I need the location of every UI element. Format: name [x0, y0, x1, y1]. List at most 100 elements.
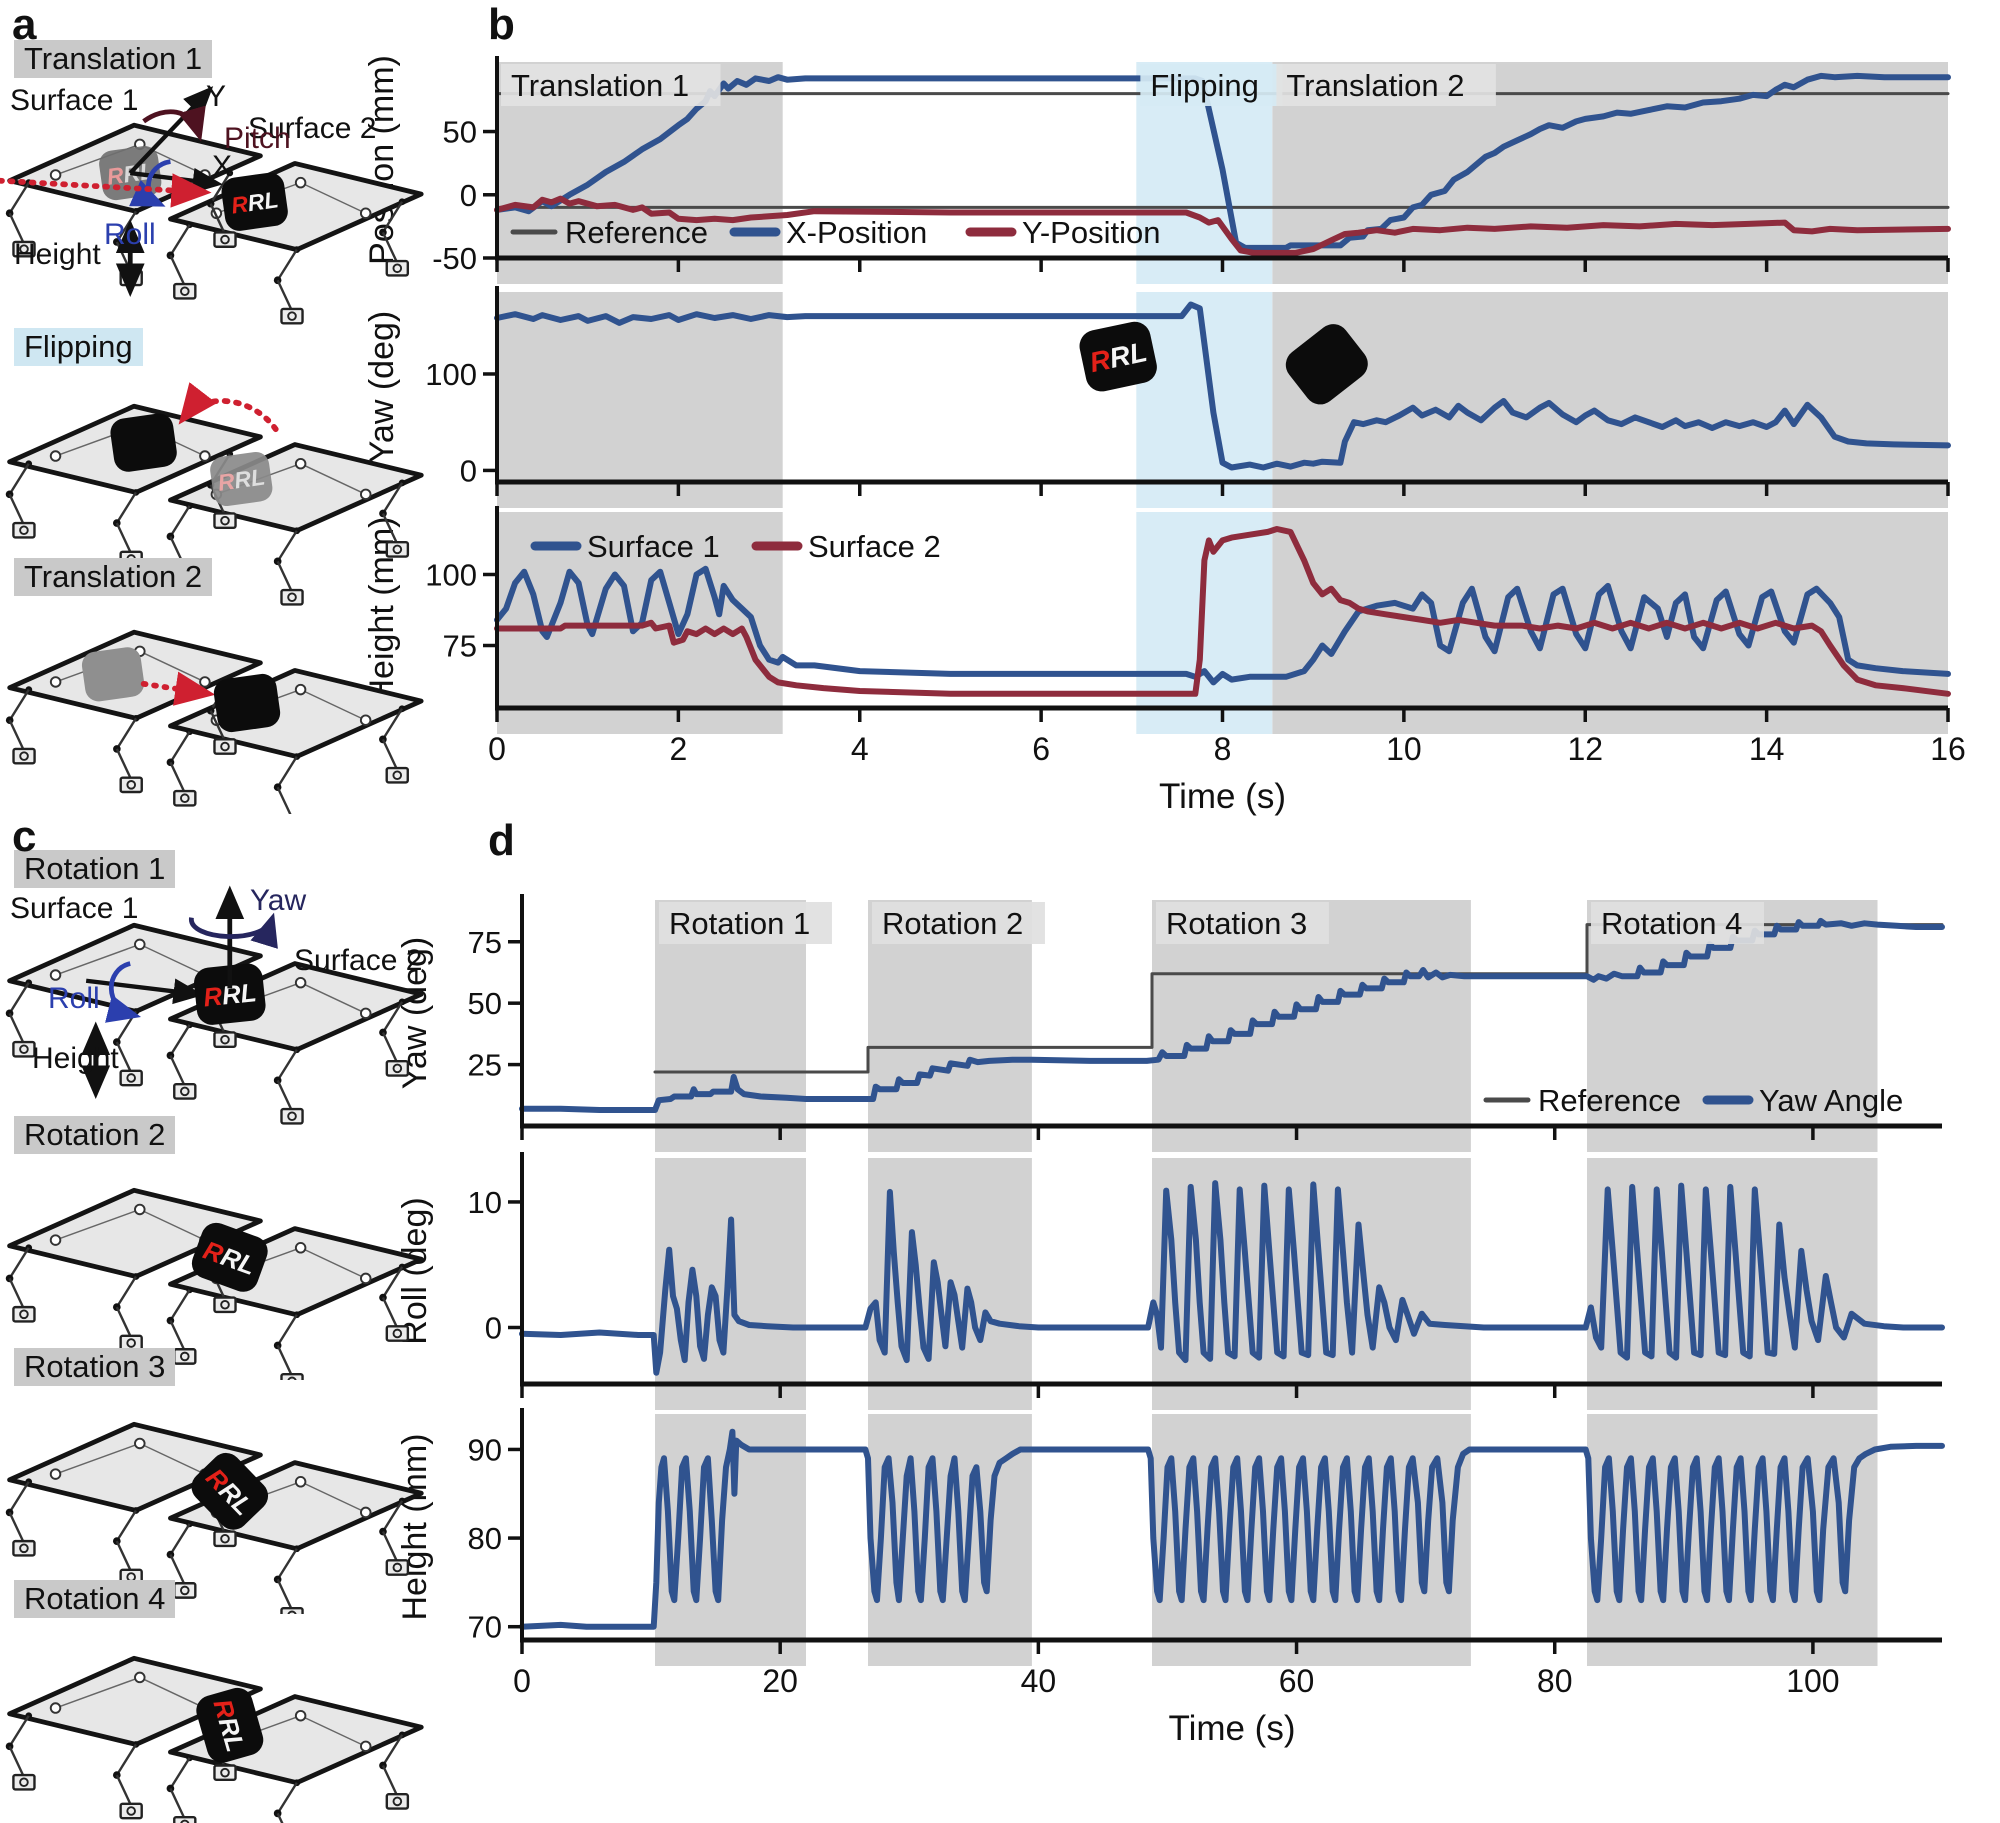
rrl-robot-ghost: RRL: [210, 451, 273, 507]
flip-arrow: [178, 382, 279, 433]
surface-1-label-a: Surface 1: [10, 84, 139, 117]
svg-text:RRL: RRL: [230, 186, 280, 218]
series-reference: [653, 923, 1944, 1074]
height-label-a: Height: [14, 238, 101, 271]
diagram-rotation-3-svg: RRL: [4, 1384, 450, 1624]
y-tick-label: 50: [468, 986, 502, 1021]
x-tick-label: 80: [1537, 1663, 1573, 1699]
roll-label-c: Roll: [48, 982, 100, 1015]
band-label-translation-2: Translation 2: [1286, 68, 1464, 103]
legend-label-x-position: X-Position: [786, 215, 927, 250]
surface-2-label-a: Surface 2: [248, 112, 377, 145]
y-tick-label: -50: [432, 241, 477, 276]
diagram-rotation-1: RRL: [0, 885, 450, 1134]
rrl-robot: RRL: [194, 963, 266, 1025]
x-axis-label: Time (s): [1159, 777, 1286, 816]
diagram-translation-1-svg: RRL RRL: [0, 86, 450, 325]
robot-black: [213, 673, 281, 733]
band-label-bg: [501, 64, 721, 106]
rrl-robot: RRL: [191, 1452, 269, 1530]
y-tick-label: 10: [468, 1185, 502, 1220]
series-roll: [519, 1180, 1945, 1376]
pitch-arrow: [142, 105, 206, 142]
band-label-rotation-1: Rotation 1: [669, 906, 810, 941]
legend-label-reference: Reference: [565, 215, 708, 250]
roll-arrow: [129, 159, 172, 207]
y-tick-label: 0: [460, 178, 477, 213]
x-tick-label: 12: [1567, 731, 1603, 767]
y-tick-label: 75: [443, 629, 477, 664]
legend: Reference Yaw Angle: [1483, 1083, 1903, 1118]
height-label-c: Height: [32, 1042, 119, 1075]
x-tick-label: 14: [1749, 731, 1785, 767]
y-tick-label: 100: [425, 357, 477, 392]
y-tick-label: 100: [425, 557, 477, 592]
x-tick-label: 40: [1021, 1663, 1057, 1699]
y-tick-label: 0: [460, 453, 477, 488]
series-surface-2: [494, 526, 1951, 697]
surface-1-label-c: Surface 1: [10, 892, 139, 925]
x-axis-label: Time (s): [1168, 1709, 1295, 1748]
translation-arrow-2: [140, 671, 216, 706]
x-tick-label: 20: [762, 1663, 798, 1699]
diagram-flipping: RRL: [0, 366, 450, 615]
y-tick-label: 25: [468, 1048, 502, 1083]
band-label-bg: [871, 902, 1045, 944]
series-yaw: [494, 301, 1951, 471]
band-label-bg: [1591, 902, 1764, 944]
diagram-rotation-2: RRL: [0, 1150, 450, 1390]
diagram-rotation-4: RRL: [0, 1618, 450, 1823]
rrl-robot-icon-text: RRL: [1087, 336, 1150, 378]
legend-label-surface-1: Surface 1: [587, 529, 720, 564]
y-tick-label: 75: [468, 925, 502, 960]
x-tick-label: 100: [1786, 1663, 1839, 1699]
axis-y-label: Y: [206, 80, 227, 113]
section-title-rotation-2: Rotation 2: [14, 1116, 176, 1154]
rrl-robot-icon: [1285, 324, 1368, 405]
chart-d_roll: 0 10 Roll (deg): [396, 1152, 1945, 1410]
x-tick-label: 0: [513, 1663, 531, 1699]
band-region: [1272, 292, 1948, 508]
diagram-rotation-4-svg: RRL: [4, 1618, 450, 1823]
y-tick-label: 80: [468, 1521, 502, 1556]
roll-axis-arrow: [85, 978, 204, 1005]
x-tick-label: 10: [1386, 731, 1422, 767]
diagram-rotation-3: RRL: [0, 1384, 450, 1624]
band-label-translation-1: Translation 1: [511, 68, 689, 103]
diagram-translation-2: [0, 592, 450, 832]
band-label-bg: [1155, 902, 1329, 944]
y-axis-label: Roll (deg): [396, 1197, 434, 1344]
series-y-position: [494, 195, 1951, 256]
legend-label-yaw-angle: Yaw Angle: [1759, 1083, 1903, 1118]
diagram-flipping-svg: RRL: [4, 382, 450, 606]
diagram-translation-2-svg: [4, 592, 450, 832]
y-axis-label: Yaw (deg): [363, 311, 401, 463]
y-tick-label: 90: [468, 1432, 502, 1467]
y-tick-label: 50: [443, 115, 477, 150]
section-title-rotation-4: Rotation 4: [14, 1580, 176, 1618]
legend-label-reference: Reference: [1538, 1083, 1681, 1118]
translation-arrow: [0, 173, 212, 208]
legend-label-y-position: Y-Position: [1022, 215, 1160, 250]
y-axis-arrow: [128, 86, 214, 175]
section-title-rotation-3: Rotation 3: [14, 1348, 176, 1386]
legend: Reference X-Position Y-Position: [510, 215, 1160, 250]
chart-b_yaw: 0 100 Yaw (deg) RRL: [363, 286, 1951, 508]
diagram-rotation-1-svg: RRL: [4, 885, 450, 1125]
y-axis-label: Height (mm): [396, 1433, 434, 1620]
band-label-bg: [658, 902, 832, 944]
series-surface-1: [494, 565, 1951, 686]
yaw-label-c: Yaw: [250, 884, 307, 917]
x-tick-label: 0: [488, 731, 506, 767]
band-label-bg: [1276, 64, 1496, 106]
series-x-position: [494, 72, 1951, 251]
section-title-translation-1: Translation 1: [14, 40, 213, 78]
rrl-robot: RRL: [196, 1687, 264, 1763]
x-tick-label: 60: [1279, 1663, 1315, 1699]
yaw-arrow: [189, 912, 278, 949]
y-tick-label: 0: [485, 1311, 502, 1346]
